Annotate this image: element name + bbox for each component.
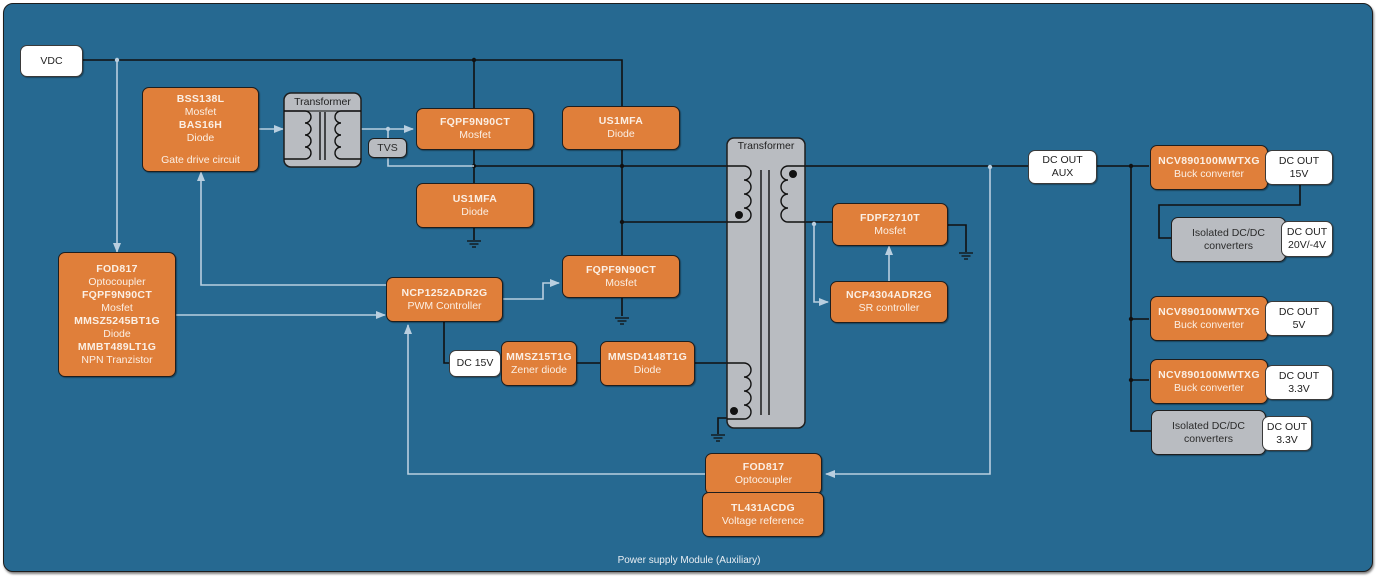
voltage-reference-block[interactable]: TL431ACDG Voltage reference — [702, 492, 824, 537]
buck-converter-5v-block[interactable]: NCV890100MWTXG Buck converter — [1150, 296, 1268, 341]
isolated-dcdc-block-2[interactable]: Isolated DC/DC converters — [1151, 410, 1266, 455]
part-type: Mosfet — [101, 301, 133, 314]
part-type: Voltage reference — [721, 514, 805, 527]
part-number: NCV890100MWTXG — [1158, 154, 1260, 167]
part-type: Diode — [186, 131, 215, 144]
dc-out-aux-terminal[interactable]: DC OUT AUX — [1028, 150, 1097, 184]
tvs-label: TVS — [377, 141, 398, 154]
block-label: Isolated DC/DC — [1172, 419, 1245, 432]
buck-converter-15v-block[interactable]: NCV890100MWTXG Buck converter — [1150, 145, 1268, 190]
buck-converter-3v3-block[interactable]: NCV890100MWTXG Buck converter — [1150, 359, 1268, 404]
mosfet-main-block[interactable]: FQPF9N90CT Mosfet — [416, 108, 534, 150]
part-type: SR controller — [858, 302, 920, 314]
fdpf-mosfet-block[interactable]: FDPF2710T Mosfet — [832, 203, 948, 246]
feedback-left-block[interactable]: FOD817 Optocoupler FQPF9N90CT Mosfet MMS… — [58, 252, 176, 377]
diagram-caption: Power supply Module (Auxiliary) — [617, 555, 761, 566]
part-type: Buck converter — [1173, 381, 1245, 394]
part-type: Diode — [461, 205, 489, 218]
part-type: Diode — [103, 327, 131, 340]
part-number: US1MFA — [452, 192, 498, 205]
dc-out-3v3-terminal-a[interactable]: DC OUT 3.3V — [1265, 365, 1333, 400]
part-number: FDPF2710T — [860, 211, 920, 224]
part-number: FQPF9N90CT — [439, 116, 511, 128]
block-label: converters — [1203, 239, 1254, 252]
dc-out-3v3-terminal-b[interactable]: DC OUT 3.3V — [1262, 416, 1312, 451]
part-type: Mosfet — [874, 224, 906, 237]
transformer-small-label: Transformer — [294, 96, 351, 108]
terminal-label: DC OUT — [1278, 305, 1320, 318]
diode-mid-block[interactable]: US1MFA Diode — [416, 183, 534, 228]
dc-15v-terminal[interactable]: DC 15V — [449, 350, 501, 377]
terminal-value: 15V — [1289, 167, 1309, 180]
part-number: MMSZ15T1G — [506, 350, 572, 363]
part-number: BAS16H — [178, 118, 223, 131]
terminal-value: 3.3V — [1276, 433, 1298, 446]
part-type: Mosfet — [605, 276, 637, 289]
mosfet-switch-block[interactable]: FQPF9N90CT Mosfet — [562, 255, 680, 298]
terminal-label: DC 15V — [456, 357, 494, 369]
part-number: MMSD4148T1G — [607, 350, 688, 363]
part-number: NCV890100MWTXG — [1158, 305, 1260, 318]
zener-diode-block[interactable]: MMSZ15T1G Zener diode — [501, 341, 577, 386]
block-label: Isolated DC/DC — [1192, 226, 1265, 239]
part-number: NCP4304ADR2G — [846, 289, 932, 301]
terminal-label: DC OUT — [1266, 420, 1308, 433]
part-type: Buck converter — [1173, 167, 1245, 180]
part-number: US1MFA — [598, 115, 644, 127]
pwm-controller-block[interactable]: NCP1252ADR2G PWM Controller — [386, 277, 503, 322]
diode-top-block[interactable]: US1MFA Diode — [562, 106, 680, 150]
part-type: NPN Tranzistor — [81, 353, 153, 366]
part-type: Optocoupler — [88, 275, 146, 288]
isolated-dcdc-block-1[interactable]: Isolated DC/DC converters — [1171, 217, 1286, 262]
part-number: FOD817 — [96, 262, 138, 275]
terminal-value: 20V/-4V — [1288, 239, 1326, 251]
terminal-value: AUX — [1051, 167, 1074, 179]
sr-controller-block[interactable]: NCP4304ADR2G SR controller — [830, 281, 948, 323]
part-number: TL431ACDG — [731, 501, 795, 514]
part-number: MMSZ5245BT1G — [74, 314, 160, 327]
gate-drive-block[interactable]: BSS138L Mosfet BAS16H Diode Gate drive c… — [142, 87, 259, 172]
terminal-label: DC OUT — [1042, 154, 1083, 166]
terminal-label: DC OUT — [1286, 226, 1328, 238]
dc-out-15v-terminal[interactable]: DC OUT 15V — [1265, 150, 1333, 185]
part-type: PWM Controller — [407, 299, 482, 312]
part-number: BSS138L — [176, 92, 225, 105]
tvs-block[interactable]: TVS — [368, 138, 407, 158]
part-type: Optocoupler — [734, 474, 793, 486]
part-number: FOD817 — [742, 461, 785, 473]
transformer-main-label: Transformer — [737, 140, 795, 152]
dc-out-5v-terminal[interactable]: DC OUT 5V — [1265, 301, 1333, 336]
part-number: FQPF9N90CT — [81, 288, 153, 301]
optocoupler-feedback-block[interactable]: FOD817 Optocoupler — [705, 453, 822, 495]
block-caption: Gate drive circuit — [161, 153, 240, 166]
part-type: Diode — [633, 363, 662, 376]
part-type: Buck converter — [1173, 318, 1245, 331]
part-type: Zener diode — [510, 363, 568, 376]
vdc-label: VDC — [40, 54, 63, 67]
block-label: converters — [1183, 432, 1234, 445]
terminal-value: 3.3V — [1288, 382, 1310, 395]
part-type: Mosfet — [459, 129, 491, 141]
part-type: Diode — [607, 128, 635, 140]
part-number: NCV890100MWTXG — [1158, 368, 1260, 381]
dc-out-20v-terminal[interactable]: DC OUT 20V/-4V — [1281, 221, 1333, 257]
part-number: NCP1252ADR2G — [401, 286, 488, 299]
terminal-value: 5V — [1292, 318, 1306, 331]
part-number: FQPF9N90CT — [585, 263, 657, 276]
part-type: Mosfet — [184, 105, 217, 118]
terminal-label: DC OUT — [1278, 369, 1320, 382]
terminal-label: DC OUT — [1278, 154, 1320, 167]
part-number: MMBT489LT1G — [77, 340, 157, 353]
vdc-terminal[interactable]: VDC — [20, 45, 83, 77]
diode-aux-block[interactable]: MMSD4148T1G Diode — [600, 341, 695, 386]
